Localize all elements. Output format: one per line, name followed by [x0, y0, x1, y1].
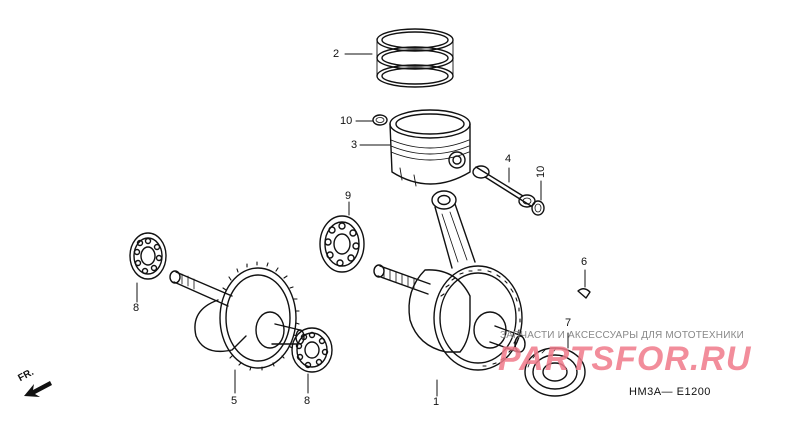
callout-piston-clip-top: 10: [340, 115, 353, 127]
piston-clip-top: [372, 114, 388, 126]
bearing-lower: [291, 327, 333, 373]
callout-piston-rings: 2: [333, 48, 340, 60]
callout-left-crank-half: 5: [231, 395, 238, 407]
left-crank-half: [169, 261, 305, 371]
oil-seal: [524, 347, 586, 397]
diagram-code: HM3A— E1200: [629, 386, 711, 398]
leader-lines: [136, 53, 586, 397]
fr-arrow-icon: [24, 381, 52, 397]
callout-bearing-center: 9: [345, 190, 352, 202]
callout-piston: 3: [351, 139, 358, 151]
callout-piston-pin: 4: [505, 153, 512, 165]
watermark-tagline: ЗАПЧАСТИ И АКСЕССУАРЫ ДЛЯ МОТОТЕХНИКИ: [500, 330, 745, 341]
callout-bearing-lower: 8: [304, 395, 311, 407]
piston-clip-right: [531, 200, 545, 216]
callout-woodruff-key: 6: [581, 256, 588, 268]
callout-bearing-left: 8: [133, 302, 140, 314]
bearing-center: [319, 215, 365, 273]
piston-rings: [376, 28, 454, 88]
callout-piston-clip-right: 10: [535, 165, 547, 178]
watermark-logo: PARTSFOR.RU: [498, 340, 752, 378]
bearing-left: [129, 232, 167, 280]
piston-pin: [472, 165, 536, 208]
connecting-rod: [431, 190, 476, 269]
crankshaft-assembly: [373, 264, 526, 371]
callout-crankshaft-assembly: 1: [433, 396, 440, 408]
woodruff-key: [577, 288, 591, 299]
piston: [389, 109, 471, 187]
callout-oil-seal: 7: [565, 317, 572, 329]
